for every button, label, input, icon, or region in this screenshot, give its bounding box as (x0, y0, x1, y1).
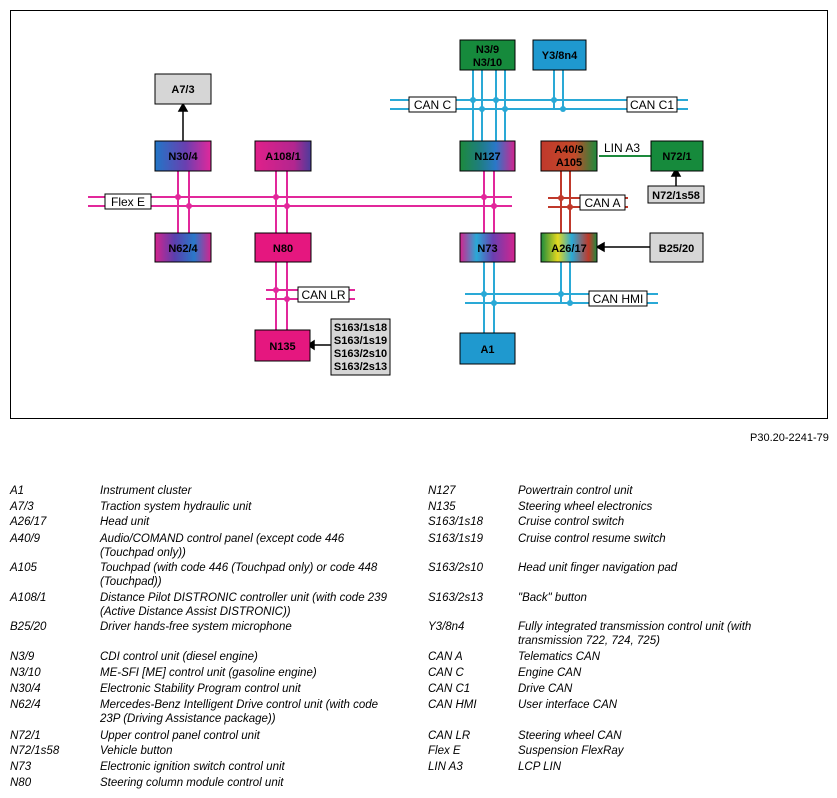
legend-desc: Steering wheel CAN (518, 730, 622, 742)
module-b25-20: B25/20 (659, 243, 694, 255)
legend-code: CAN LR (428, 730, 471, 742)
legend-desc: Vehicle button (100, 745, 173, 757)
module-n127: N127 (474, 151, 500, 163)
module-a26-17: A26/17 (551, 243, 586, 255)
legend-code: A108/1 (10, 592, 47, 604)
flex-e-bus (88, 168, 512, 233)
legend-desc: Instrument cluster (100, 485, 192, 497)
can-c-junctions (470, 97, 566, 112)
legend-code: S163/2s10 (428, 562, 483, 574)
module-n72-1: N72/1 (662, 151, 691, 163)
legend-code: LIN A3 (428, 761, 463, 773)
legend-code: S163/2s13 (428, 592, 483, 604)
legend-desc: Distance Pilot DISTRONIC controller unit… (100, 592, 387, 618)
bus-label-can-c: CAN C (414, 98, 452, 112)
can-hmi-junctions (481, 291, 573, 306)
legend-desc: Drive CAN (518, 683, 573, 695)
legend-code: N80 (10, 777, 32, 789)
module-n80: N80 (273, 243, 293, 255)
legend-desc: LCP LIN (518, 761, 562, 773)
legend-code: N72/1s58 (10, 745, 60, 757)
legend-code: N135 (428, 501, 456, 513)
legend-desc: Upper control panel control unit (100, 730, 260, 742)
legend-desc: Steering column module control unit (100, 777, 284, 789)
legend-code: N72/1 (10, 730, 41, 742)
legend-code: CAN HMI (428, 699, 477, 711)
module-n30-4: N30/4 (168, 151, 198, 163)
module-switch: S163/1s19 (334, 335, 387, 347)
module-a108-1: A108/1 (265, 151, 300, 163)
legend-desc: ME-SFI [ME] control unit (gasoline engin… (100, 667, 317, 679)
legend-code: Y3/8n4 (428, 621, 465, 633)
legend-code: A26/17 (10, 516, 47, 528)
legend-desc: Suspension FlexRay (518, 745, 624, 757)
legend-desc: Electronic ignition switch control unit (100, 761, 285, 773)
module-y3-8n4: Y3/8n4 (542, 50, 578, 62)
legend-code: B25/20 (10, 621, 47, 633)
legend-code: A7/3 (10, 501, 34, 513)
module-switch: S163/1s18 (334, 322, 387, 334)
module-a105: A105 (556, 157, 582, 169)
legend-desc: Telematics CAN (518, 651, 601, 663)
diagram-frame (10, 10, 828, 419)
bus-label-can-a: CAN A (584, 196, 620, 210)
legend-desc: Audio/COMAND control panel (except code … (100, 533, 345, 559)
legend-desc: Powertrain control unit (518, 485, 633, 497)
legend-code: N3/9 (10, 651, 35, 663)
module-switch: S163/2s10 (334, 348, 387, 360)
legend-desc: Mercedes-Benz Intelligent Drive control … (100, 699, 379, 725)
legend-desc: Fully integrated transmission control un… (518, 621, 752, 647)
module-n73: N73 (477, 243, 497, 255)
legend-code: CAN C (428, 667, 464, 679)
module-n62-4: N62/4 (168, 243, 198, 255)
legend-code: N30/4 (10, 683, 41, 695)
legend-desc: "Back" button (518, 592, 587, 604)
figure-reference: P30.20-2241-79 (750, 432, 829, 444)
legend-code: N3/10 (10, 667, 41, 679)
legend-desc: User interface CAN (518, 699, 618, 711)
legend-code: N127 (428, 485, 456, 497)
legend-code: N62/4 (10, 699, 41, 711)
legend-code: S163/1s18 (428, 516, 483, 528)
bus-label-can-lr: CAN LR (301, 288, 345, 302)
legend-code: A105 (10, 562, 37, 574)
legend-desc: Head unit (100, 516, 150, 528)
can-lr-junctions (273, 287, 290, 302)
module-n3-10: N3/10 (473, 57, 502, 69)
legend-code: Flex E (428, 745, 461, 757)
legend-desc: Cruise control switch (518, 516, 625, 528)
legend-desc: Cruise control resume switch (518, 533, 666, 545)
legend-desc: Engine CAN (518, 667, 582, 679)
bus-label-lin-a3: LIN A3 (604, 141, 640, 155)
module-n3-9: N3/9 (476, 44, 499, 56)
module-n72-1s58: N72/1s58 (652, 190, 700, 202)
legend-code: A40/9 (10, 533, 41, 545)
module-switch: S163/2s13 (334, 361, 387, 373)
bus-label-can-hmi: CAN HMI (593, 292, 644, 306)
legend-desc: Head unit finger navigation pad (518, 562, 678, 574)
legend-code: CAN C1 (428, 683, 471, 695)
bus-label-can-c1: CAN C1 (630, 98, 674, 112)
flex-e-junctions (175, 194, 497, 209)
module-a7-3: A7/3 (171, 84, 194, 96)
legend-code: N73 (10, 761, 32, 773)
arrows (177, 102, 682, 351)
legend-code: S163/1s19 (428, 533, 483, 545)
legend-desc: Traction system hydraulic unit (100, 501, 252, 513)
module-a1: A1 (480, 344, 494, 356)
can-a-junctions (558, 195, 573, 210)
legend-desc: Touchpad (with code 446 (Touchpad only) … (100, 562, 378, 588)
legend-desc: CDI control unit (diesel engine) (100, 651, 258, 663)
module-a40-9: A40/9 (554, 144, 583, 156)
bus-label-flex-e: Flex E (111, 195, 145, 209)
module-n135: N135 (269, 341, 295, 353)
legend-desc: Steering wheel electronics (518, 501, 653, 513)
network-diagram: CAN C CAN C1 LIN A3 Flex E CAN A CAN LR … (10, 10, 828, 419)
legend-code: CAN A (428, 651, 463, 663)
legend-desc: Electronic Stability Program control uni… (100, 683, 301, 695)
legend-code: A1 (10, 485, 25, 497)
legend-desc: Driver hands-free system microphone (100, 621, 292, 633)
